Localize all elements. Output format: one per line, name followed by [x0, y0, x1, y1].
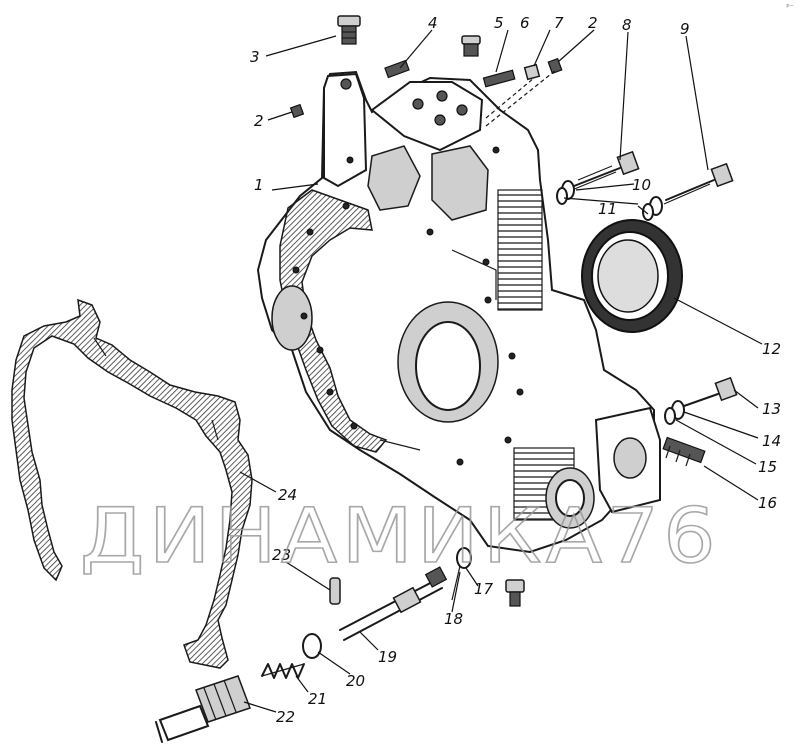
callout-22: 22 — [276, 708, 295, 726]
bolt-9 — [663, 162, 734, 205]
callout-23: 23 — [272, 546, 291, 564]
callout-labels: 1 2 2 3 4 5 6 7 8 9 10 11 12 13 14 15 16… — [250, 14, 781, 726]
stud-6 — [482, 69, 516, 88]
callout-13: 13 — [762, 400, 781, 418]
plug-3 — [337, 15, 361, 45]
oil-seal-12 — [581, 219, 683, 333]
nut-7 — [523, 63, 541, 81]
callout-2-left: 2 — [254, 112, 264, 130]
valve-body-22 — [155, 675, 251, 743]
callout-1: 1 — [254, 176, 264, 194]
callout-21: 21 — [308, 690, 327, 708]
washer-20 — [302, 633, 322, 659]
pin-2-left — [289, 103, 305, 119]
callout-2-right: 2 — [588, 14, 598, 32]
leader-lines — [239, 29, 763, 713]
callout-19: 19 — [378, 648, 397, 666]
callout-15: 15 — [758, 458, 777, 476]
callout-17: 17 — [474, 580, 494, 598]
callout-14: 14 — [762, 432, 781, 450]
callout-7: 7 — [554, 14, 564, 32]
flange-bolt-holes — [292, 146, 524, 466]
callout-6: 6 — [520, 14, 530, 32]
callout-24: 24 — [278, 486, 297, 504]
washers-10-11 — [556, 180, 663, 221]
rod-19 — [339, 566, 448, 641]
callout-3: 3 — [250, 48, 260, 66]
plug-5 — [461, 35, 481, 57]
timing-cover-1 — [256, 70, 661, 554]
callout-18: 18 — [444, 610, 463, 628]
spring-21 — [261, 663, 305, 679]
washers-14-15 — [664, 400, 685, 425]
bolt-8 — [571, 150, 640, 191]
bolt-18 — [451, 565, 461, 601]
callout-10: 10 — [632, 176, 651, 194]
washer-17 — [456, 547, 472, 569]
bolt-13 — [683, 376, 738, 407]
watermark-text: ДИНАМИКА76 — [80, 491, 720, 580]
callout-12: 12 — [762, 340, 781, 358]
stud-4 — [384, 59, 410, 79]
callout-8: 8 — [622, 16, 632, 34]
callout-20: 20 — [346, 672, 365, 690]
plug-right — [505, 579, 525, 607]
stud-16 — [662, 436, 706, 467]
pin-23 — [329, 577, 341, 605]
callout-11: 11 — [598, 200, 617, 218]
callout-16: 16 — [758, 494, 777, 512]
callout-4: 4 — [428, 14, 438, 32]
callout-5: 5 — [494, 14, 504, 32]
callout-9: 9 — [680, 20, 690, 38]
gasket-24 — [11, 298, 253, 669]
corner-mark: ᵖ⁻ — [786, 2, 794, 11]
